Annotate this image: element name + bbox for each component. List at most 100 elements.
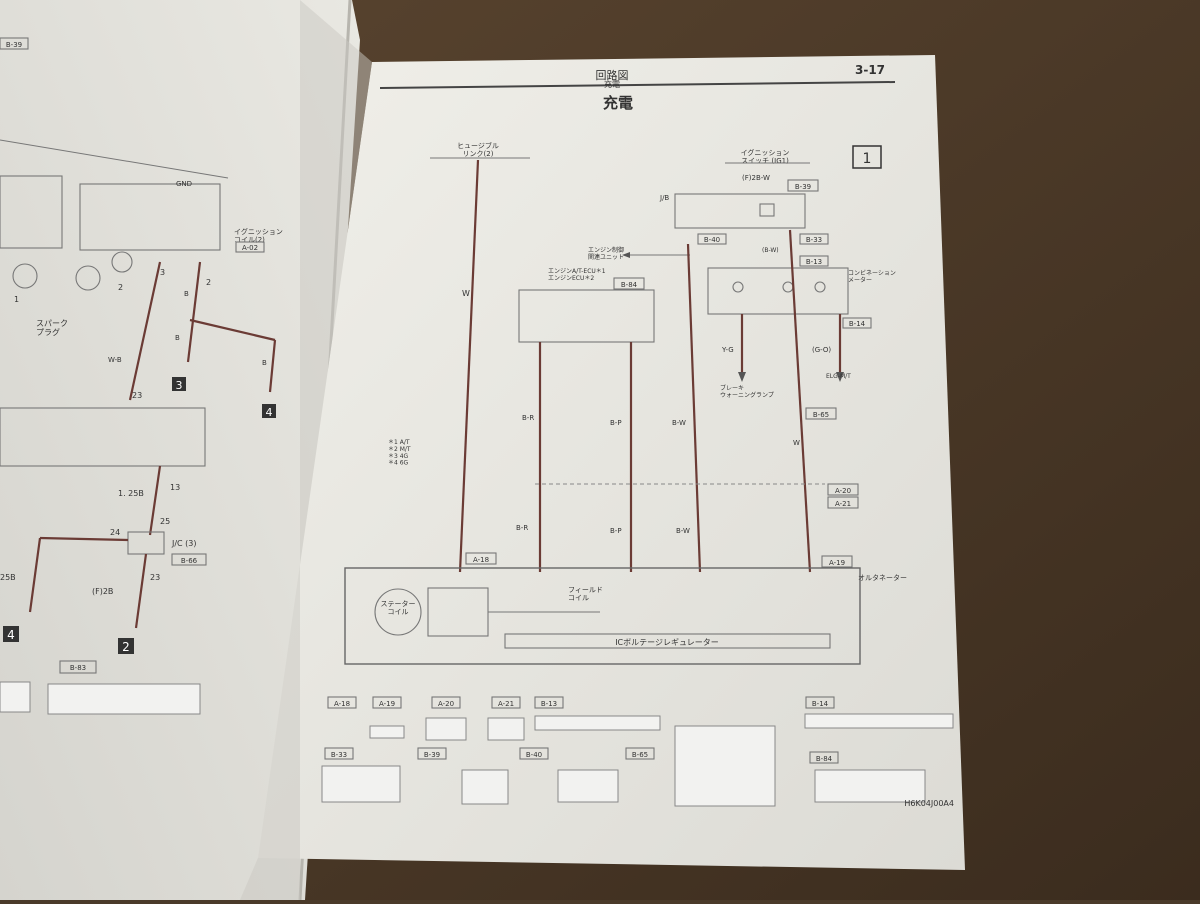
notes: ＊1 A/T＊2 M/T＊3 4G＊4 6G bbox=[388, 439, 411, 467]
ground-marker-4b bbox=[3, 626, 19, 642]
svg-text:1: 1 bbox=[14, 295, 19, 304]
svg-text:B-P: B-P bbox=[610, 419, 622, 427]
svg-text:3: 3 bbox=[160, 268, 165, 277]
page-number: 3-17 bbox=[855, 63, 885, 77]
engine-ecu-box bbox=[518, 289, 655, 343]
svg-text:B: B bbox=[175, 334, 180, 342]
stator-coil bbox=[374, 588, 422, 636]
svg-text:4: 4 bbox=[7, 628, 15, 642]
svg-text:A-20: A-20 bbox=[835, 487, 851, 495]
svg-text:B-W: B-W bbox=[672, 419, 686, 427]
svg-text:B-83: B-83 bbox=[70, 664, 86, 672]
svg-text:B-66: B-66 bbox=[181, 557, 198, 565]
wire-fusible-w bbox=[458, 159, 480, 573]
svg-text:B-39: B-39 bbox=[424, 751, 440, 759]
svg-text:23: 23 bbox=[132, 391, 142, 400]
fusible-link-label: ヒュージブルリンク(2) bbox=[457, 141, 499, 158]
alternator-box bbox=[344, 567, 861, 665]
wire-w bbox=[788, 229, 812, 573]
jb-label: J/B bbox=[659, 194, 669, 202]
svg-text:A-18: A-18 bbox=[334, 700, 350, 708]
field-coil-label: フィールドコイル bbox=[568, 586, 603, 602]
junction-block bbox=[674, 193, 806, 229]
svg-text:B-W: B-W bbox=[676, 527, 690, 535]
svg-text:A-21: A-21 bbox=[498, 700, 514, 708]
combination-meter-box bbox=[707, 267, 849, 315]
figure-code: H6K04J00A4 bbox=[904, 799, 954, 808]
svg-text:W-B: W-B bbox=[108, 356, 122, 364]
stator-coil-label: ステーターコイル bbox=[381, 599, 416, 616]
connector-B-39-tag bbox=[787, 179, 819, 192]
ignition-coil-label: イグニッションコイル(2) bbox=[234, 227, 283, 244]
svg-text:13: 13 bbox=[170, 483, 180, 492]
svg-text:B-R: B-R bbox=[522, 414, 534, 422]
right-page bbox=[258, 55, 965, 870]
combination-meter-label: コンビネーションメーター bbox=[848, 269, 896, 284]
large-connector bbox=[674, 725, 776, 807]
svg-text:A-19: A-19 bbox=[829, 559, 845, 567]
svg-text:B-14: B-14 bbox=[849, 320, 866, 328]
page-box-number: 1 bbox=[863, 151, 872, 167]
svg-text:B-65: B-65 bbox=[813, 411, 829, 419]
svg-text:B-40: B-40 bbox=[704, 236, 720, 244]
diagram-title: 充電 bbox=[603, 94, 633, 112]
ignition-coil-box bbox=[79, 183, 221, 251]
svg-text:3: 3 bbox=[176, 379, 183, 392]
svg-text:B-13: B-13 bbox=[541, 700, 557, 708]
left-connector-diagram bbox=[47, 683, 201, 715]
svg-text:2: 2 bbox=[118, 283, 123, 292]
svg-text:A-18: A-18 bbox=[473, 556, 489, 564]
svg-text:24: 24 bbox=[110, 528, 120, 537]
brake-warning-label: ブレーキウォーニングランプ bbox=[720, 384, 774, 399]
wire-b-w bbox=[686, 243, 702, 573]
svg-text:(G-O): (G-O) bbox=[812, 346, 831, 354]
header-subsection: 充電 bbox=[604, 79, 620, 89]
engine-control-label: エンジン制御関連ユニット bbox=[588, 246, 624, 261]
right-page-content: 回路図 充電 3-17 充電 1 ヒュージブルリンク(2) W イグニッションス… bbox=[321, 63, 954, 808]
svg-text:W: W bbox=[462, 289, 470, 298]
elg-label: ELG-M/T bbox=[826, 373, 851, 380]
svg-text:25: 25 bbox=[160, 517, 170, 526]
ic-regulator bbox=[504, 633, 831, 649]
svg-text:W: W bbox=[793, 439, 800, 447]
svg-text:A-21: A-21 bbox=[835, 500, 851, 508]
svg-text:GND: GND bbox=[176, 180, 192, 188]
svg-text:2: 2 bbox=[122, 640, 130, 654]
svg-text:B-40: B-40 bbox=[526, 751, 542, 759]
left-page-content: B-39 イグニッションコイル(2) A-02 GND 1 2 3 2 スパーク… bbox=[0, 37, 283, 715]
svg-text:B-R: B-R bbox=[516, 524, 528, 532]
svg-text:B-P: B-P bbox=[610, 527, 622, 535]
ic-regulator-label: ICボルテージレギュレーター bbox=[615, 638, 719, 647]
svg-text:1. 25B: 1. 25B bbox=[118, 489, 144, 498]
spark-plug-label: スパークプラグ bbox=[36, 319, 68, 337]
svg-text:B-33: B-33 bbox=[331, 751, 347, 759]
left-page bbox=[0, 0, 360, 900]
svg-text:A-20: A-20 bbox=[438, 700, 454, 708]
alternator-label: オルタネーター bbox=[858, 573, 907, 582]
svg-text:(B-W): (B-W) bbox=[762, 247, 779, 254]
svg-text:2: 2 bbox=[206, 278, 211, 287]
svg-text:B-14: B-14 bbox=[812, 700, 829, 708]
svg-text:B: B bbox=[184, 290, 189, 298]
ground-marker-4 bbox=[262, 404, 276, 418]
svg-text:(F)2B: (F)2B bbox=[92, 587, 113, 596]
ignition-switch-label: イグニッションスイッチ (IG1) bbox=[741, 148, 790, 165]
svg-text:B-33: B-33 bbox=[806, 236, 822, 244]
header-section: 回路図 bbox=[596, 69, 629, 82]
svg-text:A-02: A-02 bbox=[242, 244, 258, 252]
svg-text:Y-G: Y-G bbox=[721, 346, 734, 354]
svg-text:B-84: B-84 bbox=[816, 755, 833, 763]
ground-marker-2 bbox=[118, 638, 134, 654]
svg-text:A-19: A-19 bbox=[379, 700, 395, 708]
svg-text:4: 4 bbox=[266, 406, 273, 419]
svg-text:B: B bbox=[262, 359, 267, 367]
svg-text:B-65: B-65 bbox=[632, 751, 648, 759]
svg-text:23: 23 bbox=[150, 573, 160, 582]
page-box bbox=[852, 145, 882, 169]
svg-text:B-84: B-84 bbox=[621, 281, 638, 289]
svg-text:B-39: B-39 bbox=[6, 41, 22, 49]
jc-label: J/C (3) bbox=[171, 539, 197, 548]
